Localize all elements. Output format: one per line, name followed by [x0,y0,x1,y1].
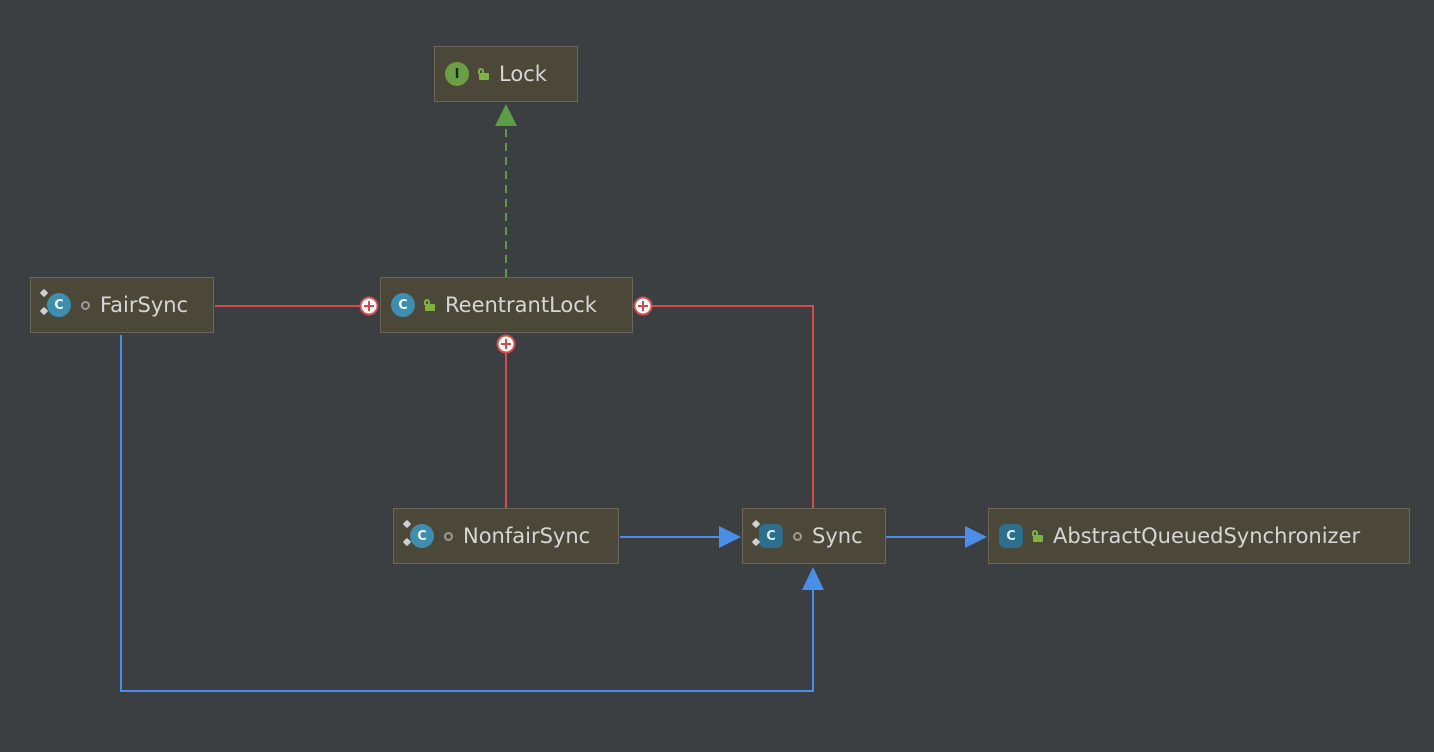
abstract-class-icon: C [999,524,1023,548]
public-visibility-icon [477,68,489,80]
static-class-icon: C [402,519,434,548]
package-visibility-icon [793,531,802,541]
node-fairsync[interactable]: C FairSync [30,277,214,333]
node-label: AbstractQueuedSynchronizer [1053,524,1361,548]
public-visibility-icon [423,299,435,311]
inner-class-marker-right [633,296,653,316]
arrowhead-lock [495,104,517,126]
arrowhead-sync-left [719,526,741,548]
static-class-icon: C [39,288,71,317]
inner-class-marker-bottom [496,334,516,354]
arrowhead-aqs [965,526,987,548]
arrowhead-sync-bottom [802,567,824,590]
inner-class-marker-left [359,296,379,316]
node-label: FairSync [100,293,189,317]
node-label: Sync [812,524,863,548]
edge-fairsync-extends-sync [120,335,814,692]
node-label: NonfairSync [463,524,591,548]
node-abstractqueuedsynchronizer[interactable]: C AbstractQueuedSynchronizer [988,508,1410,564]
node-label: ReentrantLock [445,293,597,317]
package-visibility-icon [81,300,90,310]
node-nonfairsync[interactable]: C NonfairSync [393,508,619,564]
static-marker-icon [751,519,763,547]
public-visibility-icon [1031,530,1043,542]
static-marker-icon [39,288,51,316]
node-sync[interactable]: C Sync [742,508,886,564]
package-visibility-icon [444,531,453,541]
edge-sync-inner-reentrantlock [652,305,814,508]
class-icon: C [391,293,415,317]
static-marker-icon [402,519,414,547]
interface-icon: I [445,62,469,86]
node-reentrantlock[interactable]: C ReentrantLock [380,277,633,333]
node-lock[interactable]: I Lock [434,46,578,102]
node-label: Lock [499,62,547,86]
static-abstract-class-icon: C [751,519,783,548]
